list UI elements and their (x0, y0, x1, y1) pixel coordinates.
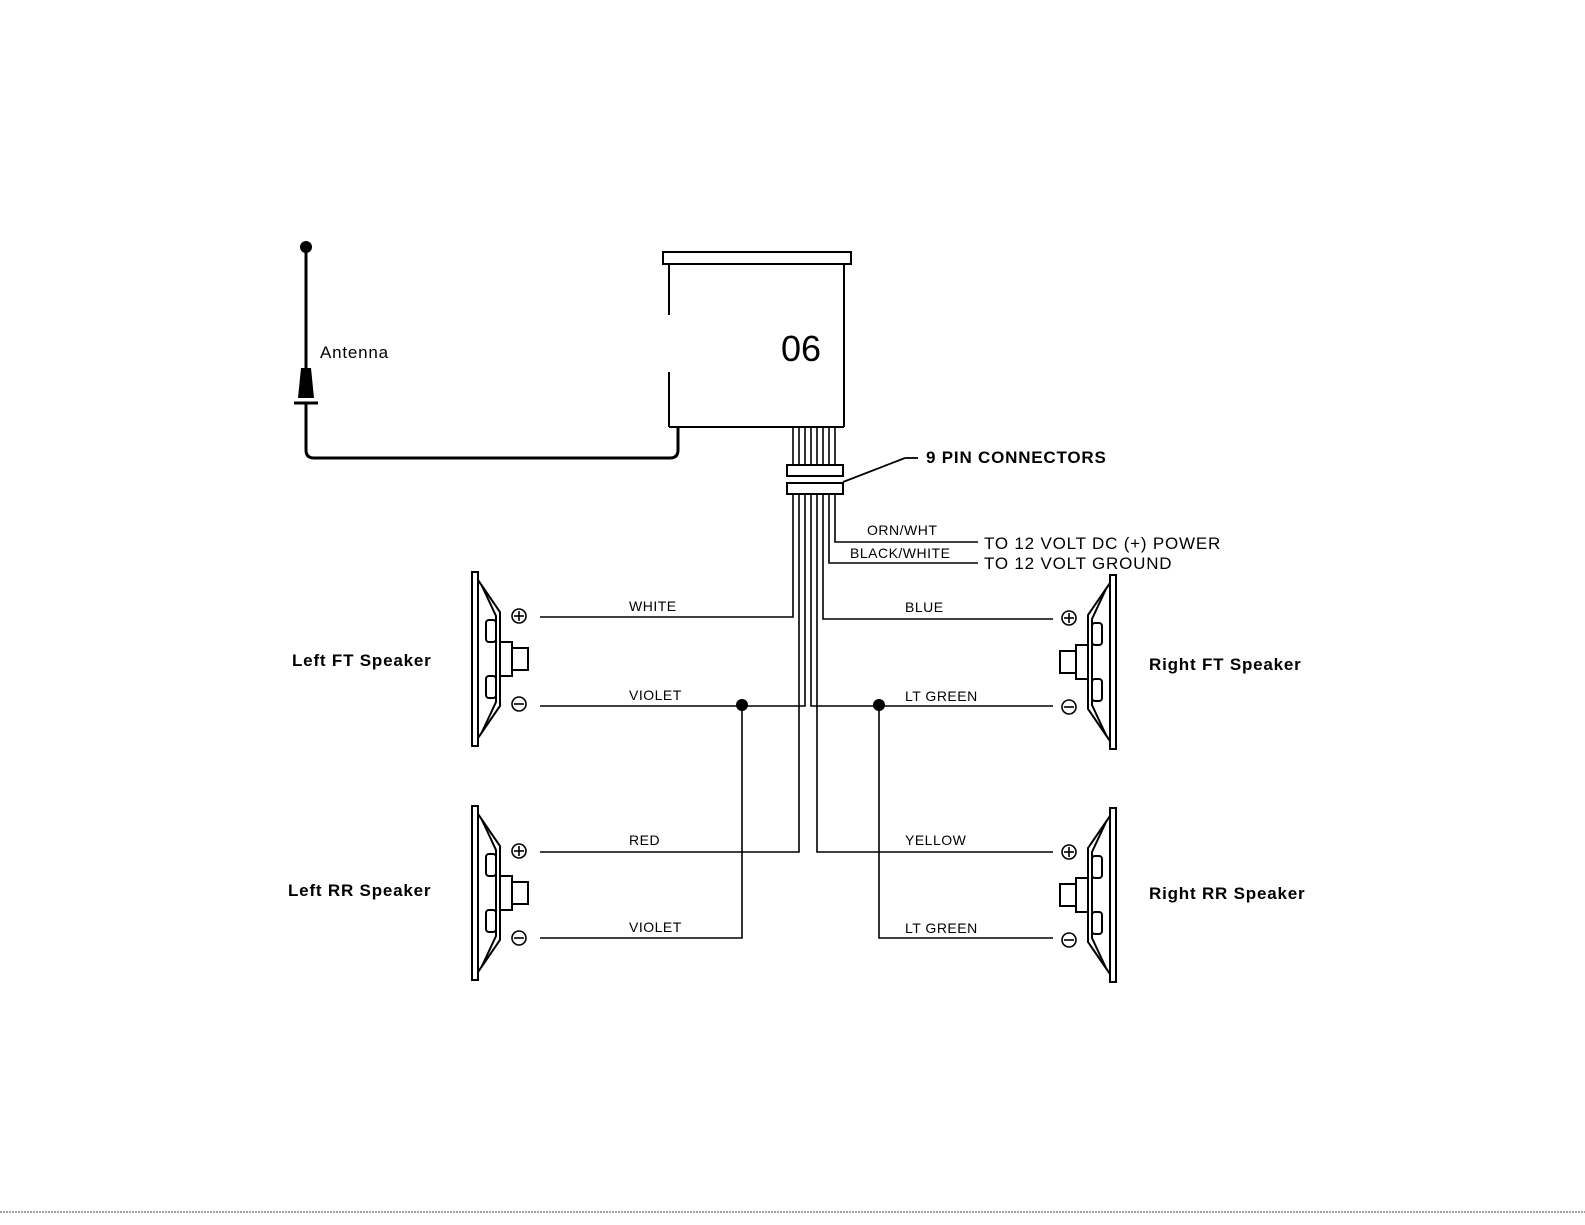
antenna-label: Antenna (320, 343, 389, 362)
plus-terminal-icon (512, 609, 526, 623)
power-destination: TO 12 VOLT DC (+) POWER (984, 534, 1221, 553)
right-ft-speaker-label: Right FT Speaker (1149, 655, 1302, 674)
wire-harness (787, 427, 918, 494)
left-ft-speaker (472, 572, 528, 746)
wire-label-lt-green-rr: LT GREEN (905, 920, 978, 936)
wire-label-violet-ft: VIOLET (629, 687, 682, 703)
lt-green-junction (873, 699, 885, 711)
plus-terminal-icon (1062, 611, 1076, 625)
left-ft-speaker-label: Left FT Speaker (292, 651, 432, 670)
right-ft-speaker (1060, 575, 1116, 749)
right-rr-speaker-label: Right RR Speaker (1149, 884, 1305, 903)
minus-terminal-icon (512, 697, 526, 711)
wire-label-lt-green-ft: LT GREEN (905, 688, 978, 704)
left-rr-speaker (472, 806, 528, 980)
minus-terminal-icon (512, 931, 526, 945)
plus-terminal-icon (512, 844, 526, 858)
ground-destination: TO 12 VOLT GROUND (984, 554, 1172, 573)
minus-terminal-icon (1062, 933, 1076, 947)
minus-terminal-icon (1062, 700, 1076, 714)
wire-label-violet-rr: VIOLET (629, 919, 682, 935)
connector-lower (787, 483, 843, 494)
black-white-label: BLACK/WHITE (850, 545, 950, 561)
wire-label-white: WHITE (629, 598, 677, 614)
connector-upper (787, 465, 843, 476)
connector-label: 9 PIN CONNECTORS (926, 448, 1107, 467)
head-unit (663, 252, 851, 427)
wire-label-red: RED (629, 832, 660, 848)
wire-label-yellow: YELLOW (905, 832, 967, 848)
violet-junction (736, 699, 748, 711)
orn-wht-label: ORN/WHT (867, 522, 937, 538)
speaker-wires (540, 494, 1053, 938)
left-rr-speaker-label: Left RR Speaker (288, 881, 431, 900)
right-rr-speaker (1060, 808, 1116, 982)
head-unit-label: 06 (781, 328, 821, 369)
wire-label-blue: BLUE (905, 599, 944, 615)
plus-terminal-icon (1062, 845, 1076, 859)
